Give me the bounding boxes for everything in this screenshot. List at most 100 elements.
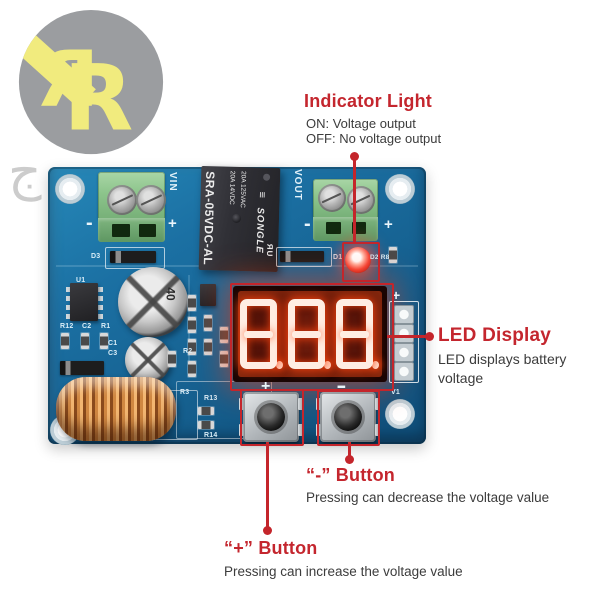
- highlight-box-minus-button: [317, 390, 380, 446]
- u1-ic-chip: [70, 283, 98, 321]
- button-pin: [298, 424, 303, 436]
- indicator-light-title: Indicator Light: [304, 91, 432, 111]
- relay-rating-1: 20A 14VDC: [227, 170, 236, 205]
- callout-dot-indicator: [350, 152, 359, 161]
- v1-label: V1: [391, 389, 400, 396]
- smd-component: [61, 333, 69, 349]
- header-silkscreen-box: [389, 301, 419, 383]
- callout-line-plus-button: [266, 442, 269, 527]
- callout-line-led-display: [387, 335, 427, 338]
- relay-brand-label: SONGLE: [253, 207, 266, 254]
- plus-button-description: Pressing can increase the voltage value: [224, 564, 463, 579]
- vin-label: VIN: [167, 172, 178, 192]
- wire-slot: [112, 224, 130, 237]
- minus-push-button: [316, 392, 380, 442]
- smd-component: [204, 339, 212, 355]
- terminal-screw: [347, 186, 375, 214]
- r13-label: R13: [204, 395, 218, 402]
- callout-dot-plus-button: [263, 526, 272, 535]
- callout-dot-led-display: [425, 332, 434, 341]
- logo-letter-mirrored: R: [40, 36, 99, 125]
- smd-component: [188, 339, 196, 355]
- display-decimal-point: [323, 361, 331, 369]
- vout-terminal-front: [313, 217, 378, 241]
- header-pad: [394, 343, 414, 362]
- terminal-screw: [136, 185, 166, 215]
- vout-label: VOUT: [292, 169, 303, 201]
- button-pin: [375, 398, 380, 410]
- header-pad: [394, 362, 414, 381]
- u1-label: U1: [76, 277, 86, 284]
- r12-label: R12: [60, 323, 74, 330]
- capacitor-marking: 40: [163, 287, 178, 301]
- button-plunger: [334, 403, 362, 431]
- smd-component: [389, 247, 397, 263]
- plus-push-button: [239, 392, 303, 442]
- r2-label: R2: [183, 348, 193, 355]
- r14-label: R14: [204, 432, 218, 439]
- indicator-light-line2: OFF: No voltage output: [306, 131, 442, 146]
- relay-screw-hole: [263, 173, 271, 181]
- button-plunger: [257, 403, 285, 431]
- smd-component: [100, 333, 108, 349]
- button-pin: [375, 424, 380, 436]
- smd-component: [188, 361, 196, 377]
- watermark-glyph: ج: [8, 143, 42, 201]
- vin-plus-mark: +: [168, 215, 177, 232]
- indicator-led: [345, 247, 371, 273]
- electrolytic-capacitor: 40: [118, 267, 188, 337]
- ic-pins: [98, 287, 103, 319]
- smd-component: [204, 315, 212, 331]
- indicator-light-line1: ON: Voltage output: [306, 116, 416, 131]
- wire-slot: [326, 222, 341, 234]
- smd-component: [220, 327, 228, 343]
- callout-dot-minus-button: [345, 455, 354, 464]
- r1-label: R1: [101, 323, 111, 330]
- c3-label: C3: [108, 350, 118, 357]
- inductor-coil: [56, 377, 176, 441]
- smd-component: [188, 295, 196, 311]
- brand-logo: R R: [18, 9, 164, 155]
- callout-line-indicator: [353, 158, 356, 242]
- relay-rating-2: 20A 125VAC: [238, 170, 247, 208]
- header-plus-mark: +: [392, 287, 401, 303]
- button-pin: [298, 398, 303, 410]
- c1-label: C1: [108, 340, 118, 347]
- vout-minus-mark: -: [304, 213, 311, 235]
- header-pad: [394, 324, 414, 343]
- relay-model-label: SRA-05VDC-AL: [200, 171, 218, 266]
- relay: SRA-05VDC-AL 20A 14VDC 20A 125VAC ≡ SONG…: [198, 165, 281, 273]
- d1-label: D1: [333, 254, 343, 261]
- pcb-board: VIN - + SRA-05VDC-AL 20A 14VDC 20A 125VA…: [48, 165, 426, 445]
- smd-component: [81, 333, 89, 349]
- vout-plus-mark: +: [384, 216, 393, 233]
- small-capacitor: [125, 337, 171, 383]
- header-pad: [394, 305, 414, 324]
- minus-button-description: Pressing can decrease the voltage value: [306, 490, 550, 505]
- logo-letter: R: [63, 46, 133, 151]
- smd-component: [168, 351, 176, 367]
- display-decimal-point: [371, 361, 379, 369]
- ic-pins: [66, 287, 71, 319]
- d1-diode: [280, 251, 324, 262]
- vin-minus-mark: -: [86, 212, 93, 234]
- terminal-screw: [107, 185, 137, 215]
- minus-button-title: “-” Button: [306, 465, 395, 485]
- c2-label: C2: [82, 323, 92, 330]
- display-digit: [288, 299, 325, 369]
- d1-silkscreen-box: [276, 247, 332, 267]
- mounting-hole: [385, 399, 415, 429]
- led-display-title: LED Display: [438, 325, 552, 346]
- led-display-module: [233, 286, 387, 382]
- smd-component: [220, 351, 228, 367]
- callout-line-minus-button: [348, 442, 351, 456]
- smd-component: [198, 407, 214, 415]
- r3-label: R3: [180, 389, 190, 396]
- plus-button-title: “+” Button: [224, 538, 318, 558]
- plus-button-mark: +: [261, 378, 271, 395]
- smd-component: [188, 317, 196, 333]
- mounting-hole: [55, 174, 85, 204]
- diode: [60, 361, 104, 375]
- display-digit: [336, 299, 373, 369]
